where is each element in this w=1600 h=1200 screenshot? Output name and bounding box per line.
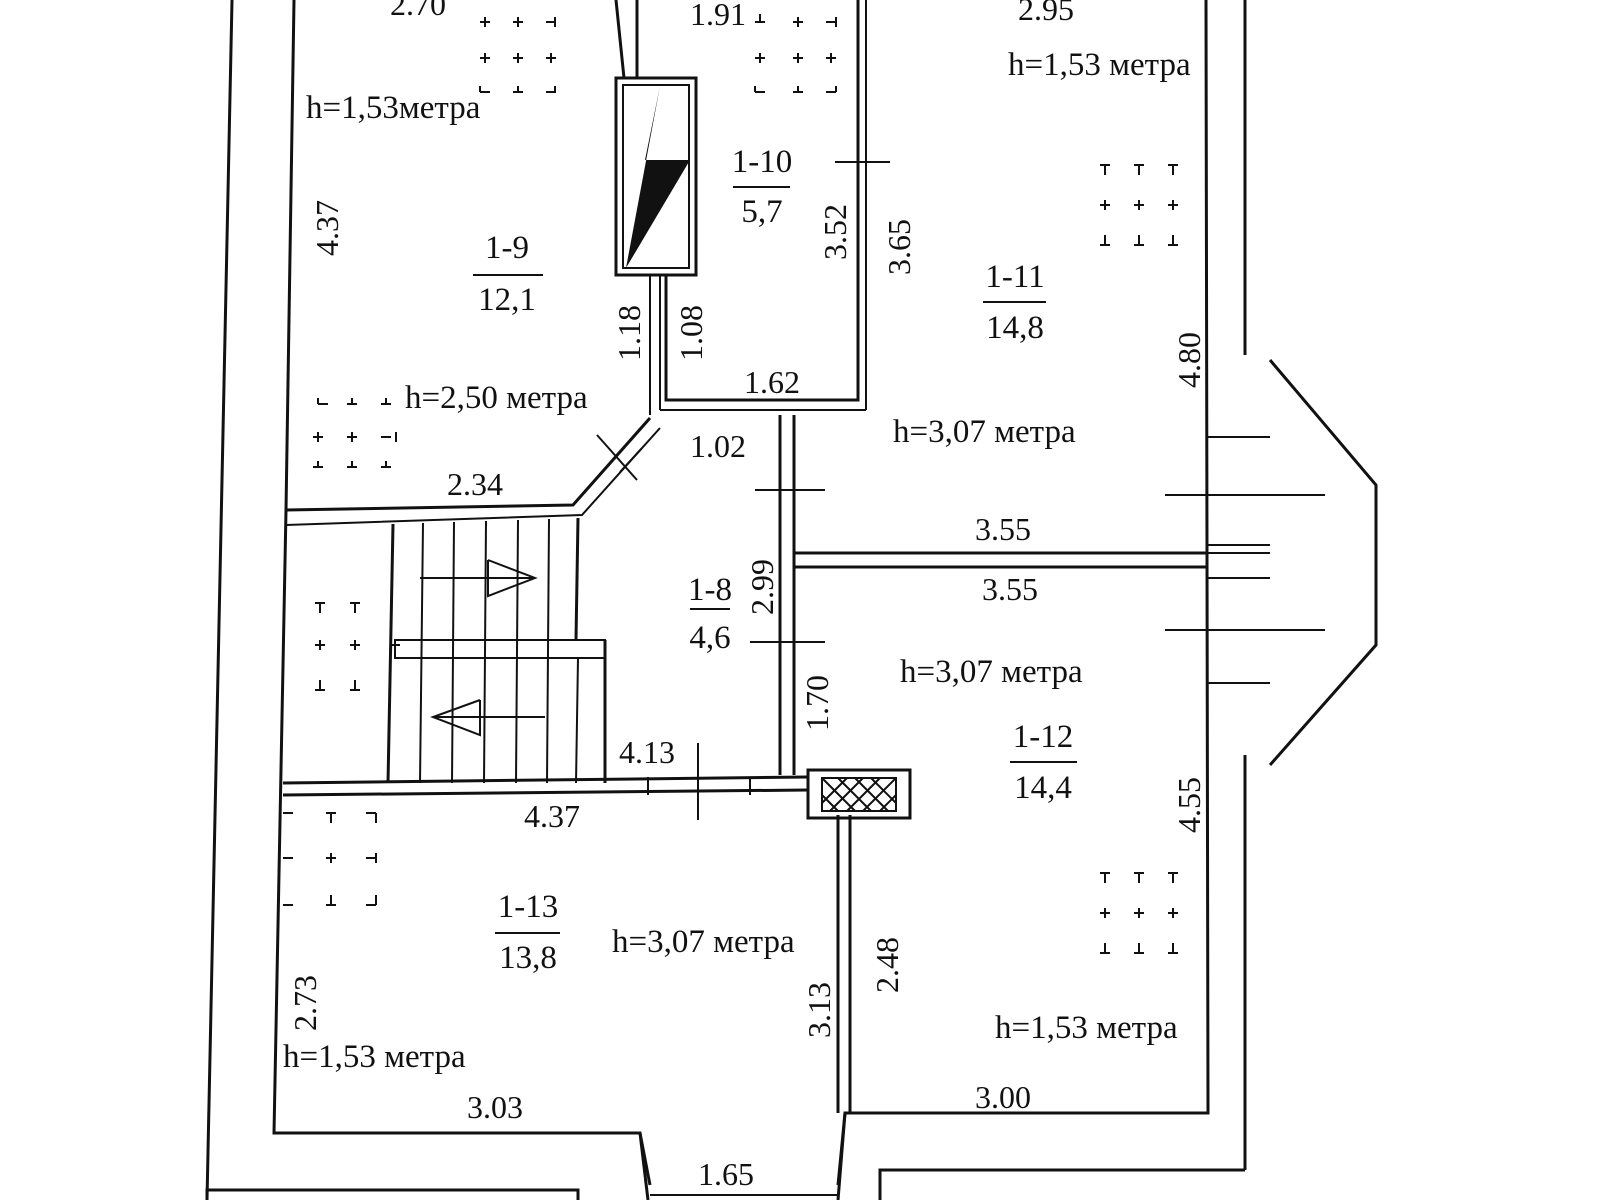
dimension-label: 1.70 (799, 675, 835, 731)
room-1-10-area: 5,7 (741, 194, 782, 230)
room-labels: 1-8 4,6 1-9 12,1 1-10 5,7 1-11 14,8 1-12… (478, 144, 1073, 976)
height-label: h=3,07 метра (893, 414, 1076, 450)
height-zone-markers (283, 14, 1178, 954)
chimney (614, 0, 698, 277)
dimension-label: 4.55 (1171, 777, 1207, 833)
dimension-label: 1.65 (698, 1156, 754, 1192)
height-label: h=1,53метра (306, 90, 481, 126)
height-label: h=1,53 метра (1008, 47, 1191, 83)
dimension-label: 1.62 (744, 364, 800, 400)
height-label: h=1,53 метра (995, 1010, 1178, 1046)
dimension-label: 4.80 (1171, 332, 1207, 388)
dimension-label: 1.18 (611, 305, 647, 361)
room-1-13-area: 13,8 (499, 940, 557, 976)
room-1-9-id: 1-9 (485, 230, 529, 266)
dimension-label: 2.34 (447, 466, 503, 502)
room-1-11-area: 14,8 (986, 310, 1044, 346)
height-label: h=3,07 метра (900, 654, 1083, 690)
dimension-label: 3.65 (881, 219, 917, 275)
room-1-10-walls (649, 0, 890, 415)
dimension-labels: 2.70 1.91 2.95 4.37 3.52 3.65 1.18 1.08 … (287, 0, 1207, 1192)
dimension-label: 4.13 (619, 734, 675, 770)
room-1-8-area: 4,6 (689, 620, 730, 656)
room-1-11-id: 1-11 (985, 259, 1044, 295)
dimension-label: 2.48 (869, 937, 905, 993)
chimney-flue (626, 86, 690, 268)
stair-hall-walls (282, 415, 1208, 1113)
height-label: h=1,53 метра (283, 1039, 466, 1075)
dimension-label: 4.37 (524, 798, 580, 834)
inner-walls (272, 0, 1210, 1200)
dimension-label: 4.37 (309, 200, 345, 256)
dimension-label: 2.70 (390, 0, 446, 22)
dimension-label: 3.52 (817, 204, 853, 260)
vent-block (806, 768, 912, 820)
bay-window (1165, 359, 1378, 766)
height-label: h=2,50 метра (405, 380, 588, 416)
dimension-label: 3.55 (982, 571, 1038, 607)
room-1-10-id: 1-10 (732, 144, 793, 180)
dimension-label: 2.99 (744, 559, 780, 615)
dimension-label: 3.00 (975, 1079, 1031, 1115)
room-1-13-id: 1-13 (498, 889, 559, 925)
dimension-label: 3.13 (801, 982, 837, 1038)
room-1-12-area: 14,4 (1014, 770, 1072, 806)
dimension-label: 2.73 (287, 975, 323, 1031)
dimension-label: 3.55 (975, 511, 1031, 547)
dimension-label: 1.08 (673, 305, 709, 361)
room-fraction-lines (473, 186, 1077, 934)
height-labels: h=1,53метра h=1,53 метра h=2,50 метра h=… (283, 47, 1191, 1075)
dimension-label: 3.03 (467, 1089, 523, 1125)
room-1-8-id: 1-8 (688, 572, 732, 608)
staircase (386, 517, 607, 784)
room-1-12-id: 1-12 (1013, 719, 1074, 755)
outer-walls (205, 0, 1247, 1200)
dimension-label: 1.02 (690, 428, 746, 464)
height-label: h=3,07 метра (612, 924, 795, 960)
dimension-label: 1.91 (690, 0, 746, 32)
dimension-label: 2.95 (1018, 0, 1074, 27)
room-1-9-area: 12,1 (478, 282, 536, 318)
